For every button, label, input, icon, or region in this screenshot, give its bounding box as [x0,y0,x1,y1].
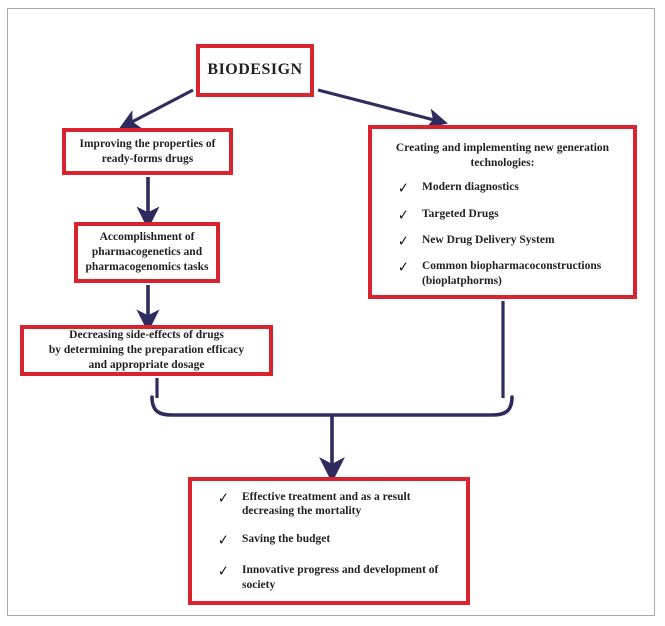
box-new-generation-technologies: Creating and implementing new generation… [368,125,637,299]
list-item: ✓ Effective treatment and as a result de… [216,488,456,520]
technologies-check-list: ✓ Modern diagnostics ✓ Targeted Drugs ✓ … [382,180,623,289]
list-item-label: Innovative progress and development of s… [242,563,438,593]
checkmark-icon: ✓ [217,531,229,550]
box-technologies-heading-line-2: technologies: [470,156,535,169]
list-item-label-line-1: Effective treatment and as a result [242,490,411,503]
list-item: ✓ Saving the budget [216,531,456,550]
box-improving-properties: Improving the properties of ready-forms … [62,128,233,175]
box-decreasing-side-effects-line-1: Decreasing side-effects of drugs [69,329,224,342]
list-item-label-line-2: society [242,578,276,591]
list-item: ✓ Common biopharmacoconstructions (biopl… [396,258,623,289]
list-item-label: Saving the budget [242,533,331,546]
checkmark-icon: ✓ [397,258,409,277]
list-item-label-line-1: Innovative progress and development of [242,563,439,576]
box-decreasing-side-effects: Decreasing side-effects of drugs by dete… [20,325,273,376]
box-improving-properties-line-1: Improving the properties of [79,137,216,150]
list-item-label: New Drug Delivery System [422,233,555,246]
box-decreasing-side-effects-line-2: by determining the preparation efficacy [48,344,245,357]
list-item-label-line-2: decreasing the mortality [242,505,362,518]
list-item-label-line-2: (bioplatphorms) [422,275,502,288]
box-accomplishment-tasks-line-1: Accomplishment of [99,231,195,244]
title-box: BIODESIGN [196,44,314,97]
list-item: ✓ New Drug Delivery System [396,231,623,250]
checkmark-icon: ✓ [397,179,409,198]
box-accomplishment-tasks-line-2: pharmacogenetics and [91,246,203,259]
box-accomplishment-tasks-line-3: pharmacogenomics tasks [85,260,209,273]
box-improving-properties-line-2: ready-forms drugs [101,152,194,165]
list-item-label: Modern diagnostics [422,181,519,194]
checkmark-icon: ✓ [397,205,409,224]
box-decreasing-side-effects-line-3: and appropriate dosage [88,358,205,371]
title-box-label: BIODESIGN [207,61,303,79]
list-item: ✓ Targeted Drugs [396,205,623,224]
box-outcomes: ✓ Effective treatment and as a result de… [188,477,470,605]
box-technologies-heading-line-1: Creating and implementing new generation [395,142,610,154]
outcomes-check-list: ✓ Effective treatment and as a result de… [206,488,456,593]
list-item-label: Targeted Drugs [422,207,499,220]
list-item-label: Effective treatment and as a result decr… [242,490,411,520]
checkmark-icon: ✓ [397,231,409,250]
list-item: ✓ Innovative progress and development of… [216,561,456,593]
checkmark-icon: ✓ [217,488,229,507]
checkmark-icon: ✓ [217,561,229,580]
list-item-label-line-1: Common biopharmacoconstructions [422,260,602,273]
box-accomplishment-tasks: Accomplishment of pharmacogenetics and p… [74,222,220,283]
list-item: ✓ Modern diagnostics [396,179,623,198]
list-item-label: Common biopharmacoconstructions (bioplat… [422,259,601,289]
